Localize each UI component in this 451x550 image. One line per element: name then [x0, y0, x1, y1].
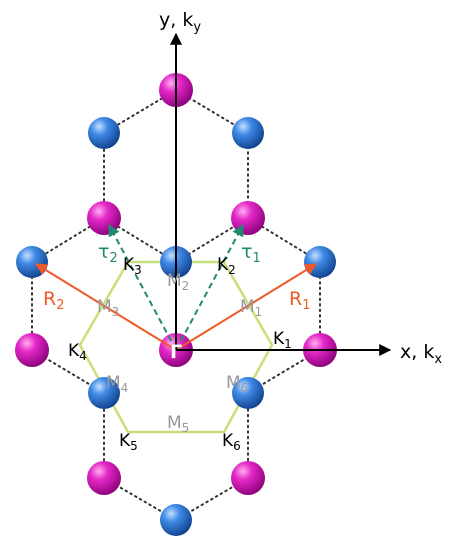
- bond-bottom-hexagon: [103, 392, 249, 522]
- R1-label: R1: [289, 288, 310, 313]
- tau1-arrow: [175, 223, 244, 351]
- m2-label: M2: [167, 271, 189, 293]
- pink-atom: [231, 201, 265, 235]
- R1-arrow: [175, 263, 318, 351]
- blue-atom: [304, 246, 336, 278]
- k4-label: K4: [68, 341, 87, 363]
- bond-left-hexagon: [31, 217, 105, 394]
- tau1-label: τ1: [241, 241, 261, 266]
- blue-atom: [232, 377, 264, 409]
- R2-label: R2: [43, 288, 64, 313]
- m1-label: M1: [240, 297, 262, 319]
- blue-atom: [16, 246, 48, 278]
- m-labels: M1 M2 M3 M4 M5 M6: [97, 271, 262, 435]
- k1-label: K1: [273, 329, 292, 351]
- bond-top-hexagon: [103, 88, 249, 219]
- k3-label: K3: [123, 255, 142, 277]
- k5-label: K5: [119, 431, 138, 453]
- x-axis-label: x, kx: [400, 341, 442, 367]
- blue-atom: [160, 504, 192, 536]
- tau2-label: τ2: [98, 241, 118, 266]
- m6-label: M6: [226, 373, 248, 395]
- pink-atom: [231, 461, 265, 495]
- m5-label: M5: [167, 413, 189, 435]
- k-labels: K1 K2 K3 K4 K5 K6: [68, 255, 292, 453]
- bond-right-hexagon: [247, 217, 321, 394]
- m4-label: M4: [106, 373, 128, 395]
- pink-atom: [15, 333, 49, 367]
- k2-label: K2: [217, 255, 236, 277]
- pink-atom: [87, 201, 121, 235]
- blue-atom: [232, 117, 264, 149]
- m3-label: M3: [97, 297, 119, 319]
- R2-arrow: [34, 263, 177, 351]
- blue-atom: [88, 117, 120, 149]
- tau2-arrow: [108, 223, 177, 351]
- gamma-label: Γ: [170, 341, 182, 363]
- k6-label: K6: [222, 431, 241, 453]
- pink-atom: [87, 461, 121, 495]
- blue-atom: [88, 377, 120, 409]
- y-axis-label: y, ky: [159, 9, 201, 35]
